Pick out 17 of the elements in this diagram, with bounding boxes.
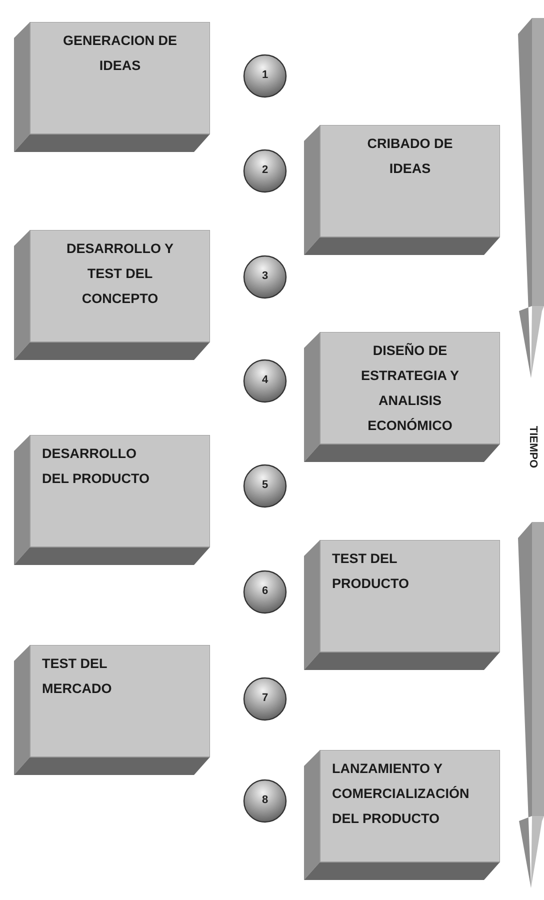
step-number: 8 xyxy=(260,794,270,806)
box-text: DESARROLLO DEL PRODUCTO xyxy=(42,445,151,488)
box-text: TEST DEL PRODUCTO xyxy=(332,550,410,593)
box-text: TEST DEL MERCADO xyxy=(42,655,113,698)
step-number: 2 xyxy=(260,164,270,176)
step-number: 4 xyxy=(260,374,270,386)
axis-label: TIEMPO xyxy=(527,424,539,470)
box-text: DISEÑO DE ESTRATEGIA Y ANALISIS ECONÓMICO xyxy=(360,342,460,435)
step-number: 1 xyxy=(260,69,270,81)
step-number: 6 xyxy=(260,585,270,597)
box-text: CRIBADO DE IDEAS xyxy=(366,135,454,178)
step-number: 7 xyxy=(260,692,270,704)
box-text: GENERACION DE IDEAS xyxy=(62,32,178,75)
box-text: DESARROLLO Y TEST DEL CONCEPTO xyxy=(65,240,174,308)
box-text: LANZAMIENTO Y COMERCIALIZACIÓN DEL PRODUCTO xyxy=(332,760,470,828)
step-number: 3 xyxy=(260,270,270,282)
step-number: 5 xyxy=(260,479,270,491)
